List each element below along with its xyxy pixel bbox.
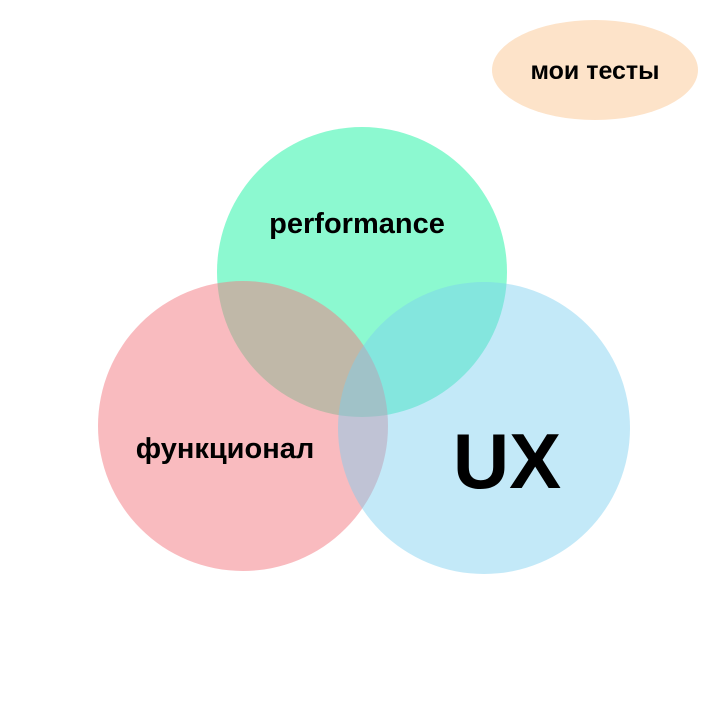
ux-label: UX bbox=[453, 417, 561, 505]
functional-circle bbox=[98, 281, 388, 571]
my-tests-badge bbox=[492, 20, 698, 120]
ux-circle bbox=[338, 282, 630, 574]
performance-label: performance bbox=[269, 208, 445, 240]
functional-label: функционал bbox=[136, 433, 315, 465]
my-tests-label: мои тесты bbox=[530, 57, 659, 85]
